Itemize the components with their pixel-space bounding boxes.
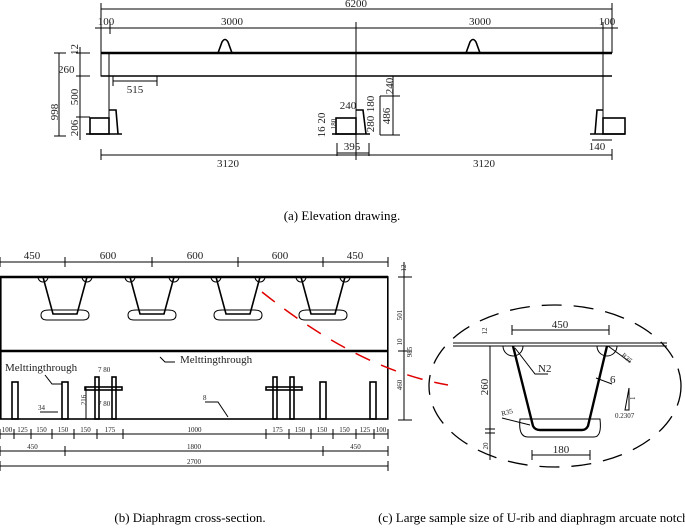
bottom-dim-label: 1000	[188, 426, 203, 434]
bearing-right	[590, 109, 626, 135]
bottom-dim-label: 150	[317, 426, 328, 434]
detail-rib-height: 260	[479, 378, 491, 395]
bottom-dim-label: 125	[17, 426, 28, 434]
dim-right-top: 12	[400, 264, 408, 272]
stiffener-label-bottom: 7 80	[98, 400, 111, 408]
dim-mid-e: 16 20	[316, 112, 328, 137]
detail-radius-top: R35	[620, 351, 634, 365]
bottom-dim-label: 100	[376, 426, 387, 434]
caption-elevation: (a) Elevation drawing.	[284, 208, 401, 223]
detail-gap: 20	[482, 442, 490, 450]
dim-flange: 12	[69, 44, 81, 55]
stiffener-height: 216	[80, 394, 88, 405]
dim-end-left: 100	[98, 16, 115, 28]
arcuate-notch	[519, 418, 601, 438]
u-rib-section	[124, 276, 180, 321]
caption-diaphragm: (b) Diaphragm cross-section.	[114, 510, 265, 525]
dim-deck: 260	[58, 64, 75, 76]
stiffeners	[11, 376, 377, 420]
diaphragm-outline	[0, 276, 389, 420]
bearing-middle	[332, 109, 370, 135]
bottom-dim-label: 150	[295, 426, 306, 434]
u-rib-detail: 450 12 260 20 N2 R35 6 R35 1 0.2307 180 …	[378, 304, 685, 525]
top-dim-label: 450	[347, 250, 364, 262]
diaphragm-cross-section: Melttingthrough Melttingthrough 7 80 7 8…	[0, 250, 414, 525]
dim-span-right: 3000	[469, 16, 492, 28]
u-rib-section	[210, 276, 266, 321]
detail-radius-bottom: R35	[500, 407, 514, 418]
dim-mid-a: 180	[365, 95, 377, 112]
gap-label: 34	[38, 404, 46, 412]
dim-height-total: 998	[49, 103, 61, 120]
end-plate	[100, 52, 110, 77]
u-rib	[511, 345, 609, 432]
u-rib-profile	[217, 38, 233, 54]
dim-mid-d: 486	[381, 107, 393, 124]
dim-offset: 515	[127, 84, 144, 96]
bottom-dim-label: 175	[272, 426, 283, 434]
detail-top-width: 450	[552, 319, 569, 331]
bottom-dim-label: 150	[36, 426, 47, 434]
detail-bottom-width: 180	[553, 444, 570, 456]
detail-rib-id: N2	[538, 363, 551, 375]
dim-mid-b: 280	[365, 115, 377, 132]
caption-detail: (c) Large sample size of U-rib and diaph…	[378, 510, 685, 525]
dim-support-right: 3120	[473, 158, 496, 170]
detail-deck-thickness: 12	[481, 327, 489, 335]
dim-right-lower: 460	[396, 379, 404, 390]
u-rib-section	[37, 276, 93, 321]
bottom-dim-label: 100	[2, 426, 13, 434]
top-dim-label: 600	[100, 250, 117, 262]
dim-total: 6200	[345, 0, 368, 10]
bearing-left	[86, 109, 122, 135]
dim-web: 500	[69, 88, 81, 105]
elevation-dim-lines	[54, 3, 618, 160]
weld-label-mid: Melttingthrough	[180, 354, 253, 366]
detail-ellipse	[428, 304, 682, 468]
bottom-dim-label: 450	[27, 443, 38, 451]
top-dim-label: 600	[272, 250, 289, 262]
bottom-dim-label: 450	[350, 443, 361, 451]
detail-slope-horizontal: 0.2307	[615, 412, 635, 420]
dim-span-left: 3000	[221, 16, 244, 28]
u-rib-profile	[465, 38, 481, 54]
u-rib-section	[295, 276, 351, 321]
stiffener-label-top: 7 80	[98, 366, 111, 374]
bottom-dim-label: 1800	[187, 443, 202, 451]
weld-label-left: Melttingthrough	[5, 362, 78, 374]
bottom-dim-label: 150	[58, 426, 69, 434]
dim-mid-width: 240	[340, 100, 357, 112]
dim-support-left: 3120	[217, 158, 240, 170]
dim-right-total: 985	[406, 346, 414, 357]
dim-mid-base: 395	[344, 141, 361, 153]
bottom-dim-label: 125	[360, 426, 371, 434]
thickness-label: 8	[203, 394, 207, 402]
dim-mid-c: 240	[384, 77, 396, 94]
detail-leader-arc	[261, 291, 449, 386]
bottom-dim-label: 150	[339, 426, 350, 434]
bottom-total-label: 2700	[187, 458, 202, 466]
top-dim-label: 450	[24, 250, 41, 262]
dim-mid-f: 180	[330, 118, 338, 129]
dim-bearing: 206	[69, 119, 81, 136]
dim-right-base: 140	[589, 141, 606, 153]
elevation-drawing: 6200 100 3000 3000 100 12 260 998 500 20…	[49, 0, 626, 223]
bottom-dim-label: 150	[80, 426, 91, 434]
dim-right-mid: 10	[396, 338, 404, 346]
detail-rib-thickness: 6	[610, 374, 616, 386]
dim-right-upper: 501	[396, 309, 404, 320]
dim-end-right: 100	[599, 16, 616, 28]
bottom-dim-label: 175	[105, 426, 116, 434]
top-dim-label: 600	[187, 250, 204, 262]
detail-slope-vertical: 1	[629, 396, 637, 400]
